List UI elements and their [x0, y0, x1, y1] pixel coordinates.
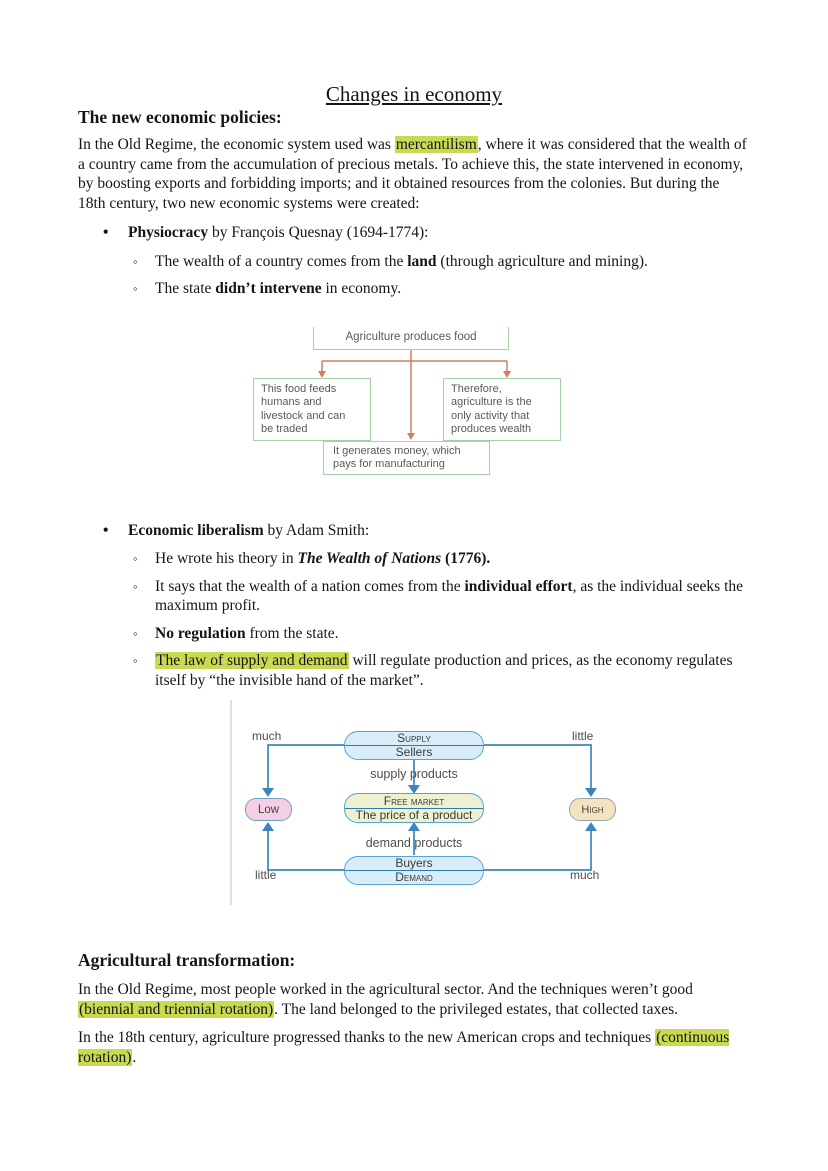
diagram1-right-line: agriculture is the — [451, 396, 532, 408]
sub-text: It says that the wealth of a nation come… — [155, 577, 465, 595]
diagram1-left-line: This food feeds — [261, 382, 337, 395]
physiocracy-author: by François Quesnay (1694-1774): — [208, 224, 429, 241]
diagram1-left-line: humans and — [261, 396, 322, 408]
paragraph-agriculture-1: In the Old Regime, most people worked in… — [78, 980, 750, 1019]
buyers-title: Buyers — [395, 856, 433, 870]
physiocracy-diagram: Agriculture produces food This food feed… — [0, 326, 828, 477]
diagram1-bottom-box: It generates money, which pays for manuf… — [323, 440, 490, 475]
low-price-box: Low — [245, 798, 292, 821]
book-year: (1776). — [441, 550, 491, 567]
intro-text-cont: , where it was considered that the wealt… — [78, 136, 747, 212]
diagram1-left-box: This food feeds humans and livestock and… — [253, 377, 371, 441]
supply-demand-diagram: much little little much Supply Sellers s… — [0, 698, 828, 908]
demand-arrow-label: demand products — [365, 836, 463, 850]
liberalism-term: Economic liberalism — [128, 521, 264, 539]
agri-text: In the 18th century, agriculture progres… — [78, 1029, 656, 1046]
supply-demand-arrows — [262, 744, 597, 871]
sub-bullet-wealth-of-nations: He wrote his theory in The Wealth of Nat… — [128, 549, 750, 569]
liberalism-sublist: He wrote his theory in The Wealth of Nat… — [128, 549, 750, 690]
label-little-bottomleft: little — [255, 868, 277, 882]
agri-text-cont: . — [132, 1048, 137, 1066]
buyers-subtitle: Demand — [345, 870, 483, 884]
land-term: land — [407, 252, 437, 270]
diagram1-bottom-line: It generates money, which — [333, 444, 461, 457]
physiocracy-term: Physiocracy — [128, 224, 209, 241]
sub-bullet-state: The state didn’t intervene in economy. — [128, 279, 750, 299]
market-subtitle: The price of a product — [345, 807, 483, 822]
didnt-intervene-term: didn’t intervene — [215, 280, 322, 297]
paragraph-intro: In the Old Regime, the economic system u… — [78, 135, 750, 213]
physiocracy-sublist: The wealth of a country comes from the l… — [128, 252, 750, 299]
bullet-liberalism: Economic liberalism by Adam Smith: He wr… — [78, 521, 750, 691]
sub-text: The wealth of a country comes from the — [155, 252, 408, 270]
highlight-mercantilism: mercantilism — [394, 136, 478, 153]
agri-text-cont: . The land belonged to the privileged es… — [274, 1000, 678, 1018]
diagram1-left-line: livestock and can — [261, 409, 346, 422]
free-market-box: Free market The price of a product — [344, 793, 484, 823]
label-little-topright: little — [572, 729, 594, 743]
buyers-box: Buyers Demand — [344, 856, 484, 885]
bullet-physiocracy: Physiocracy by François Quesnay (1694-17… — [78, 223, 750, 299]
high-price-box: High — [569, 798, 616, 821]
label-much-bottomright: much — [570, 868, 600, 882]
sub-text-cont: (through agriculture and mining). — [436, 252, 648, 270]
sub-text-cont: from the state. — [245, 624, 339, 642]
highlight-law-supply-demand: The law of supply and demand — [155, 652, 349, 669]
section-heading-policies: The new economic policies: — [78, 107, 282, 127]
label-much-topleft: much — [252, 729, 282, 743]
flow-arrows — [318, 349, 511, 440]
sub-bullet-land: The wealth of a country comes from the l… — [128, 252, 750, 272]
individual-effort-term: individual effort — [464, 577, 573, 595]
book-title: The Wealth of Nations — [297, 550, 442, 567]
section-heading-agriculture: Agricultural transformation: — [78, 950, 296, 970]
image-edge-line — [230, 700, 232, 905]
sub-text-cont: in economy. — [321, 280, 402, 297]
sub-text-cont: will regulate production and prices, as … — [155, 652, 733, 689]
sub-bullet-individual-effort: It says that the wealth of a nation come… — [128, 577, 750, 616]
supply-arrow-label: supply products — [370, 767, 458, 781]
no-regulation-term: No regulation — [155, 624, 246, 642]
liberalism-author: by Adam Smith: — [263, 521, 370, 539]
market-title: Free market — [383, 793, 445, 808]
agri-text: In the Old Regime, most people worked in… — [78, 981, 693, 998]
sub-bullet-no-regulation: No regulation from the state. — [128, 624, 750, 644]
page-title: Changes in economy — [325, 82, 503, 106]
bullet-list-systems: Physiocracy by François Quesnay (1694-17… — [78, 223, 750, 299]
highlight-rotation-old: (biennial and triennial rotation) — [78, 1000, 275, 1018]
sub-text: The state — [155, 280, 216, 297]
paragraph-agriculture-2: In the 18th century, agriculture progres… — [78, 1028, 750, 1067]
diagram1-right-line: only activity that — [451, 409, 530, 422]
diagram1-right-box: Therefore, agriculture is the only activ… — [443, 377, 561, 441]
diagram1-right-line: produces wealth — [451, 423, 532, 435]
supply-title: Supply — [397, 731, 431, 745]
intro-text: In the Old Regime, the economic system u… — [78, 136, 395, 153]
sub-bullet-supply-demand: The law of supply and demand will regula… — [128, 651, 750, 690]
diagram1-right-line: Therefore, — [451, 382, 502, 395]
sub-text-cont: , as the individual seeks the maximum pr… — [155, 577, 744, 615]
bullet-list-liberalism: Economic liberalism by Adam Smith: He wr… — [78, 521, 750, 691]
sub-text: He wrote his theory in — [155, 550, 298, 567]
diagram1-left-line: be traded — [261, 423, 308, 435]
supply-subtitle: Sellers — [345, 745, 483, 759]
diagram1-bottom-line: pays for manufacturing — [333, 458, 445, 470]
diagram1-top-box: Agriculture produces food — [313, 326, 509, 350]
supply-box: Supply Sellers — [344, 731, 484, 760]
